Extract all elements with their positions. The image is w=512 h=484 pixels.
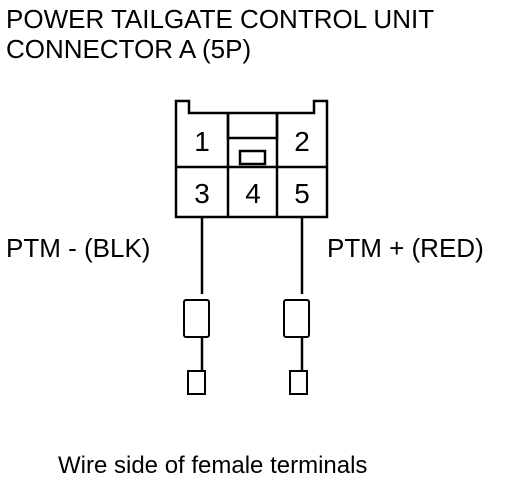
pin-1-label: 1 <box>194 126 210 157</box>
pin-3-label: 3 <box>194 178 210 209</box>
diagram-title-line-2: CONNECTOR A (5P) <box>6 34 252 64</box>
connector-center-notch <box>226 113 279 140</box>
terminal-right-lower <box>289 370 308 395</box>
terminal-left-upper <box>183 299 210 338</box>
connector-lock-tab <box>238 149 267 166</box>
terminal-right-upper <box>283 299 310 338</box>
diagram-title-line-1: POWER TAILGATE CONTROL UNIT <box>6 4 435 34</box>
connector-housing <box>174 99 329 219</box>
wire-label-ptm-minus: PTM - (BLK) <box>6 233 151 263</box>
pin-2-label: 2 <box>294 126 310 157</box>
terminal-left-lower <box>187 370 206 395</box>
pin-4-label: 4 <box>245 178 261 209</box>
diagram-caption: Wire side of female terminals <box>58 452 368 479</box>
pin-5-label: 5 <box>294 178 310 209</box>
wire-label-ptm-plus: PTM + (RED) <box>327 233 484 263</box>
